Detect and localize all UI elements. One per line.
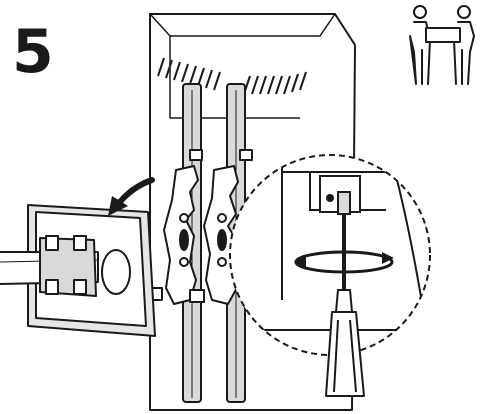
two-person-lift-icon xyxy=(406,4,478,90)
rotation-direction-icon xyxy=(294,250,394,274)
rotate-arrow-icon xyxy=(108,177,155,216)
step-number: 5 xyxy=(12,17,54,87)
vent-slots xyxy=(157,57,307,95)
screwdriver-icon xyxy=(325,214,365,397)
wall-plate xyxy=(0,204,156,337)
zoom-detail-circle xyxy=(229,154,431,356)
